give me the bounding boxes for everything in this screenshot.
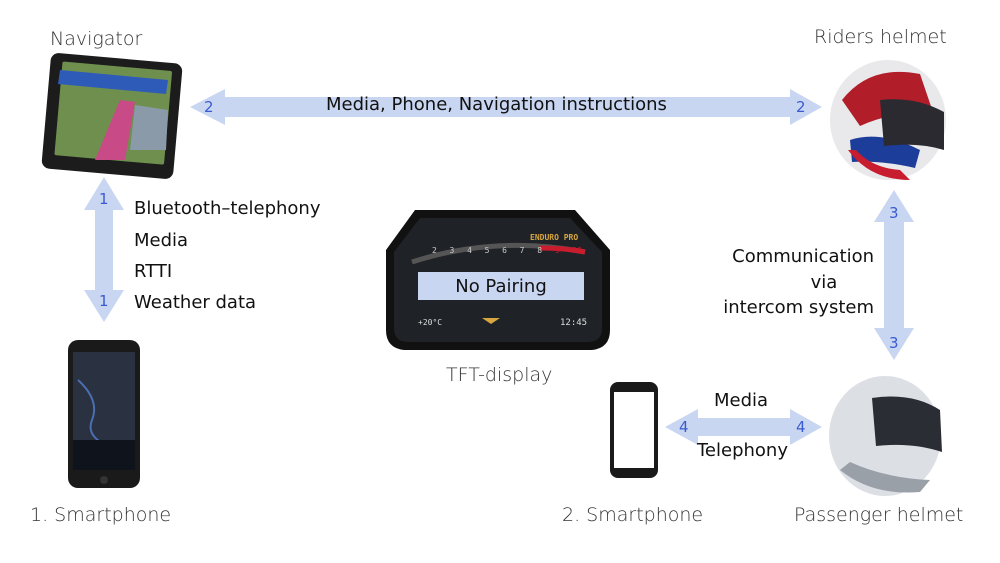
- smartphone-1-label: 1. Smartphone: [30, 504, 171, 526]
- tft-display-label: TFT-display: [446, 364, 552, 386]
- riders-helmet-icon: [830, 60, 946, 180]
- link-4-number-right: 4: [796, 418, 806, 436]
- link-4-label-bottom: Telephony: [697, 440, 788, 461]
- link-3-line: intercom system: [700, 297, 874, 318]
- tft-ticks: 2 3 4 5 6 7 8 9 10: [432, 246, 582, 255]
- link-1-item: Bluetooth–telephony: [134, 198, 321, 219]
- tft-tick-label: 10: [572, 246, 582, 255]
- link-1-item: Media: [134, 230, 188, 251]
- link-2-number-left: 2: [204, 98, 214, 116]
- tft-time: 12:45: [560, 318, 587, 328]
- tft-tick-label: 9: [555, 246, 560, 255]
- navigator-device-icon: [41, 52, 183, 179]
- link-1-number-bottom: 1: [99, 292, 109, 310]
- smartphone-1-icon: [68, 340, 140, 488]
- link-1-number-top: 1: [99, 190, 109, 208]
- tft-mode: ENDURO PRO: [530, 233, 578, 242]
- tft-temp: +20°C: [418, 318, 442, 327]
- tft-status: No Pairing: [418, 272, 584, 300]
- tft-tick-label: 7: [520, 246, 525, 255]
- link-4-number-left: 4: [679, 418, 689, 436]
- tft-tick-label: 5: [485, 246, 490, 255]
- link-3-line: Communication: [700, 246, 874, 267]
- tft-tick-label: 4: [467, 246, 472, 255]
- navigator-label: Navigator: [50, 28, 142, 50]
- tft-tick-label: 6: [502, 246, 507, 255]
- riders-helmet-label: Riders helmet: [814, 26, 947, 48]
- link-2-number-right: 2: [796, 98, 806, 116]
- link-1-item: RTTI: [134, 261, 172, 282]
- passenger-helmet-label: Passenger helmet: [794, 504, 963, 526]
- link-3-line-via: via: [774, 272, 874, 293]
- smartphone-2-icon: [610, 382, 658, 478]
- smartphone-2-label: 2. Smartphone: [562, 504, 703, 526]
- link-1-item: Weather data: [134, 292, 256, 313]
- link-3-number-top: 3: [889, 204, 899, 222]
- tft-tick-label: 2: [432, 246, 437, 255]
- link-3-number-bottom: 3: [889, 334, 899, 352]
- link-4-label-top: Media: [714, 390, 768, 411]
- passenger-helmet-icon: [829, 376, 942, 496]
- link-2-label: Media, Phone, Navigation instructions: [326, 94, 667, 115]
- link-3-line: via: [700, 272, 874, 293]
- tft-tick-label: 3: [450, 246, 455, 255]
- tft-tick-label: 8: [537, 246, 542, 255]
